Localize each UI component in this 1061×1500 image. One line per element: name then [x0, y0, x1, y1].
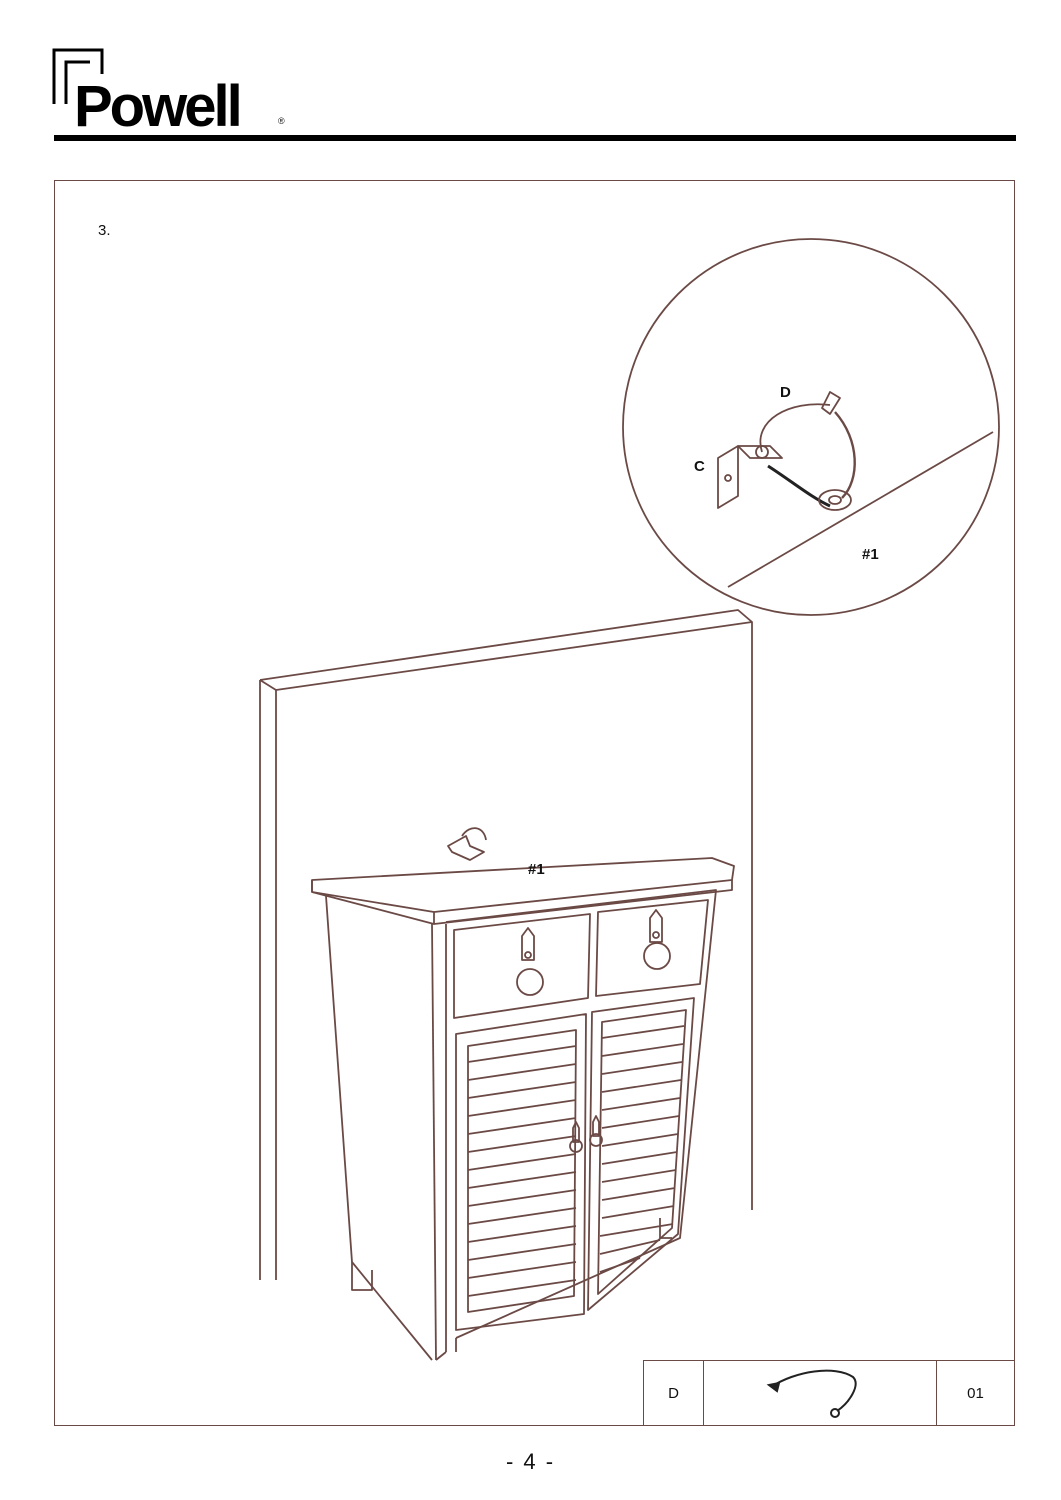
strap-icon [766, 1369, 857, 1418]
detail-label-d: D [780, 384, 791, 401]
main-label-board: #1 [528, 861, 545, 878]
strap-icon [759, 391, 856, 511]
parts-row: D 01 [642, 1360, 1015, 1426]
door-louvers-left [467, 1045, 577, 1297]
part-letter: D [642, 1360, 705, 1426]
page-number: - 4 - [505, 1449, 556, 1474]
detail-label-c: C [694, 458, 705, 475]
logo-frame-icon [52, 48, 104, 104]
step-number: 3. [98, 222, 111, 239]
part-quantity: 01 [936, 1360, 1015, 1426]
wall [259, 609, 753, 1280]
registered-mark: ® [278, 116, 285, 126]
part-image-cell [703, 1360, 938, 1426]
powell-logo: Powell ® [52, 44, 292, 136]
header-rule [54, 135, 1016, 141]
detail-board-edge [727, 431, 994, 588]
cabinet [311, 827, 735, 1361]
instruction-panel [54, 180, 1015, 1426]
detail-label-board: #1 [862, 546, 879, 563]
bracket-icon [717, 445, 783, 509]
detail-magnifier [622, 238, 1000, 616]
parts-table: D 01 [642, 1360, 1015, 1426]
brand-name: Powell [74, 74, 243, 139]
door-louvers-right [599, 1025, 685, 1273]
